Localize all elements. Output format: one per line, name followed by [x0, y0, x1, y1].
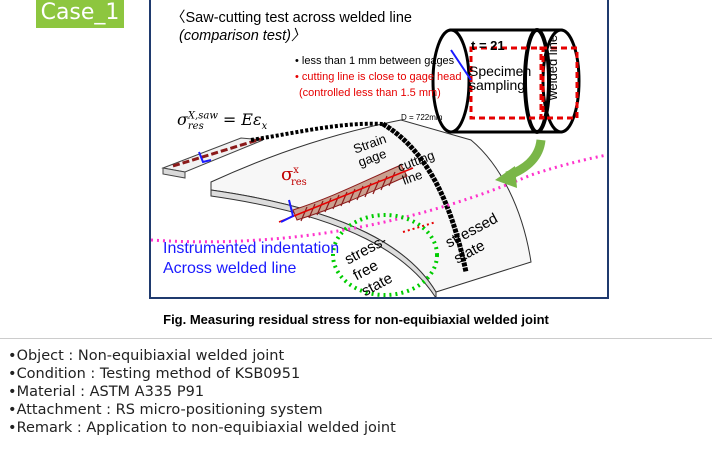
case-label: Case_1 [36, 0, 124, 28]
diagram-panel: 〈Saw-cutting test across welded line (co… [149, 0, 609, 300]
divider [0, 338, 712, 339]
pipe-blue-line [450, 49, 472, 81]
bullet-3: (controlled less than 1.5 mm) [299, 87, 441, 99]
bar-specimen-side [162, 167, 186, 179]
green-dotted-ellipse [331, 213, 439, 297]
weld-line-left [250, 121, 384, 142]
weld-line [381, 121, 469, 273]
thickness-label: t = 21 [471, 38, 505, 53]
diagram-graphic [151, 28, 607, 297]
cutting-line [278, 167, 414, 223]
red-dotted-mark [402, 221, 437, 233]
bar-blue-mark [198, 151, 212, 164]
info-material: Material : ASTM A335 P91 [8, 383, 396, 401]
test-title: 〈Saw-cutting test across welded line [171, 10, 412, 26]
specimen-box [469, 46, 545, 120]
info-condition: Condition : Testing method of KSB0951 [8, 365, 396, 383]
pipe-weld-ring [523, 28, 551, 134]
bar-dash [172, 137, 262, 168]
welded-line-label: welded line [545, 34, 560, 100]
green-arrowhead [495, 166, 517, 188]
pipe-dimension: D = 722mm [401, 113, 443, 122]
bullet-1: • less than 1 mm between gages [295, 55, 455, 67]
gage-blue-mark [280, 199, 295, 223]
sigma-x-res: σxres [281, 164, 307, 188]
info-attachment: Attachment : RS micro-positioning system [8, 401, 396, 419]
test-subtitle: (comparison test)〉 [179, 28, 306, 44]
across-welded-line-label: Across welded line [163, 260, 297, 277]
specimen-label: Specimen sampling [469, 63, 532, 93]
instrumented-indentation-label: Instrumented indentation [163, 240, 340, 257]
figure-caption: Fig. Measuring residual stress for non-e… [163, 312, 549, 327]
bullet-2: • cutting line is close to gage head [295, 71, 462, 83]
info-object: Object : Non-equibiaxial welded joint [8, 347, 396, 365]
gage-band [292, 164, 408, 221]
pipe-end [431, 28, 471, 134]
magenta-dotted-line [151, 153, 607, 244]
specimen-box-right [539, 46, 579, 120]
info-remark: Remark : Application to non-equibiaxial … [8, 419, 396, 437]
formula: σX,sawres = Eεx [177, 110, 268, 133]
info-list: Object : Non-equibiaxial welded joint Co… [8, 347, 396, 437]
